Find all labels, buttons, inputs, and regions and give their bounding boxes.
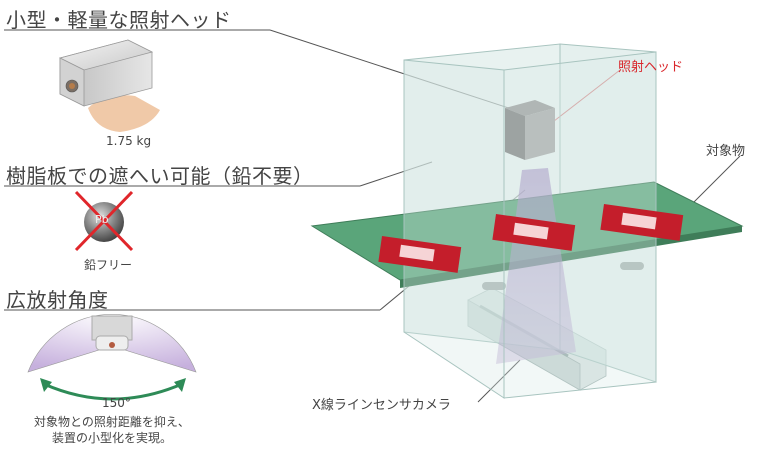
- feature-shield-title: 樹脂板での遮へい可能（鉛不要）: [6, 164, 314, 188]
- pb-symbol: Pb: [95, 213, 109, 226]
- angle-description-line2: 装置の小型化を実現。: [51, 431, 172, 445]
- wide-angle-illustration: [27, 314, 197, 401]
- target-objects: [378, 204, 684, 273]
- angle-description: 対象物との照射距離を抑え、 装置の小型化を実現。: [12, 414, 212, 446]
- head-label: 照射ヘッド: [618, 60, 684, 75]
- lead-free-illustration: [74, 190, 134, 252]
- angle-label: 150°: [102, 396, 131, 410]
- irradiation-head: [505, 100, 555, 160]
- feature-underlines: [4, 29, 360, 311]
- feature-compact-title: 小型・軽量な照射ヘッド: [6, 8, 232, 32]
- compact-head-illustration: [58, 39, 160, 132]
- angle-description-line1: 対象物との照射距離を抑え、: [34, 415, 190, 429]
- weight-label: 1.75 kg: [106, 134, 152, 148]
- object-label: 対象物: [706, 144, 746, 159]
- camera-label: X線ラインセンサカメラ: [312, 398, 451, 413]
- feature-angle-title: 広放射角度: [6, 288, 109, 312]
- lead-free-label: 鉛フリー: [84, 258, 133, 272]
